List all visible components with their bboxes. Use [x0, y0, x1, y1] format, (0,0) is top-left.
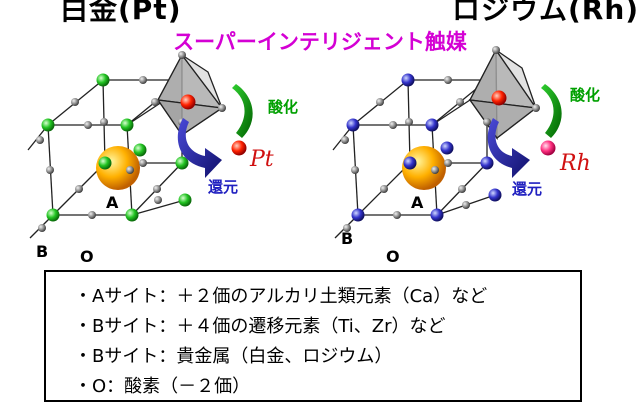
- right-b-site-balls: [346, 73, 502, 222]
- right-reduction-arrow: [487, 118, 530, 178]
- right-label-o: O: [386, 247, 400, 266]
- perovskite-diagram: A B O 酸化 還元 Pt A B O 酸化 還元 Rh: [27, 46, 600, 266]
- subtitle: スーパーインテリジェント触媒: [173, 30, 467, 54]
- right-label-b: B: [341, 229, 353, 248]
- right-octahedron: [468, 47, 538, 141]
- diagram-labels: A B O 酸化 還元 Pt A B O 酸化 還元 Rh: [36, 86, 600, 266]
- left-structure: [27, 51, 253, 239]
- right-structure: [332, 46, 562, 239]
- legend-box: ・Aサイト：＋２価のアルカリ土類元素（Ca）など ・Bサイト：＋４価の遷移元素（…: [44, 270, 582, 402]
- left-oxidation-arrow: [232, 84, 253, 138]
- right-a-site-ball: [402, 146, 446, 190]
- right-label-oxidation: 酸化: [570, 86, 600, 104]
- right-rh-in-lattice: [491, 90, 507, 106]
- right-rh-free: [540, 140, 556, 156]
- left-pt-free: [231, 140, 247, 156]
- right-oxidation-arrow: [541, 84, 562, 138]
- right-label-reduction: 還元: [512, 180, 542, 198]
- left-pt-in-lattice: [180, 94, 196, 110]
- left-label-b: B: [36, 242, 48, 261]
- title-rhodium: ロジウム(Rh): [452, 0, 640, 26]
- left-reduction-arrow: [177, 118, 222, 178]
- left-b-site-balls: [41, 73, 192, 222]
- left-label-reduction: 還元: [208, 178, 238, 196]
- legend-line-oxygen: ・O：酸素（－２価）: [74, 376, 251, 397]
- right-label-metal: Rh: [559, 151, 591, 176]
- legend-line-b-site-noble: ・Bサイト：貴金属（白金、ロジウム）: [74, 346, 393, 367]
- legend-line-b-site-transition: ・Bサイト：＋４価の遷移元素（Ti、Zr）など: [74, 316, 446, 337]
- left-label-o: O: [80, 247, 94, 266]
- right-oxygen-balls: [341, 46, 540, 232]
- title-platinum: 白金(Pt): [60, 0, 182, 26]
- left-label-a: A: [106, 193, 119, 212]
- left-label-metal: Pt: [249, 147, 274, 172]
- right-label-a: A: [411, 193, 424, 212]
- legend-line-a-site: ・Aサイト：＋２価のアルカリ土類元素（Ca）など: [74, 286, 488, 307]
- left-label-oxidation: 酸化: [268, 98, 298, 116]
